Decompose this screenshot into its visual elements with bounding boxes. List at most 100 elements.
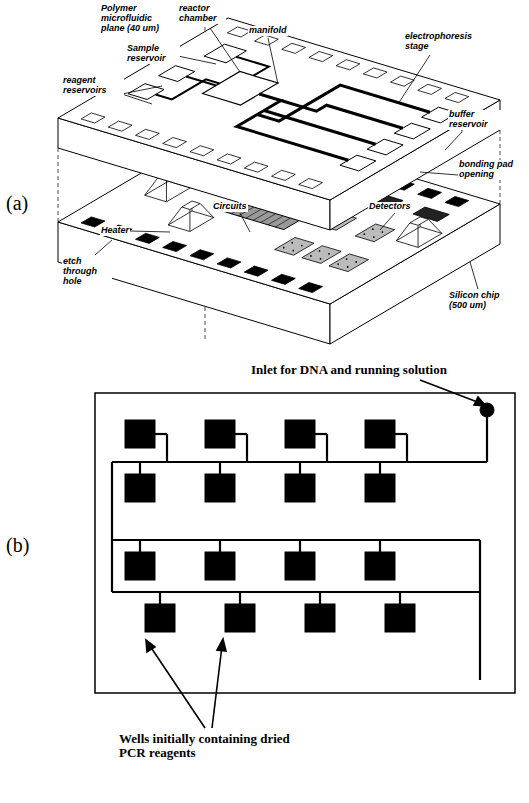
- channel-line: [315, 433, 327, 435]
- well: [305, 604, 335, 632]
- detector-dot: [291, 242, 293, 244]
- well: [125, 474, 155, 502]
- channel-line: [379, 462, 381, 474]
- leader-line: [445, 132, 462, 150]
- pad-opening: [217, 154, 241, 164]
- part-label: bonding pad opening: [458, 160, 518, 180]
- pointer-arrow: [420, 380, 480, 403]
- pad-opening: [163, 138, 187, 148]
- detector-dot: [381, 231, 383, 233]
- leader-line: [122, 86, 162, 94]
- detector-dot: [372, 228, 374, 230]
- plate-drawing: [95, 393, 515, 693]
- leader-line: [95, 240, 112, 255]
- bond-pad: [136, 233, 160, 243]
- etch-hole-edge: [418, 225, 419, 247]
- pad-opening: [272, 170, 296, 180]
- part-label: buffer reservoir: [448, 110, 506, 130]
- part-label: reagent reservoirs: [62, 76, 124, 96]
- panel-letter: (b): [6, 534, 29, 556]
- part-label: Detectors: [368, 202, 412, 212]
- pad-opening: [108, 121, 132, 131]
- etch-hole-edge: [396, 223, 410, 241]
- detector-dot: [355, 261, 357, 263]
- detector-dot: [320, 258, 322, 260]
- sample-reservoir: [204, 44, 246, 63]
- channel-line: [486, 410, 488, 462]
- leader-line: [470, 262, 478, 289]
- detector-dot: [283, 247, 285, 249]
- detector-dot: [337, 263, 339, 265]
- channel-line: [112, 539, 480, 541]
- pad-opening: [190, 146, 214, 156]
- part-label: reactor chamber: [178, 4, 226, 24]
- bond-pad: [299, 283, 323, 293]
- channel-line: [395, 433, 407, 435]
- well: [365, 474, 395, 502]
- leader-line: [420, 172, 458, 175]
- pad-opening: [255, 35, 279, 45]
- channel-line: [479, 540, 481, 680]
- channel-line: [139, 462, 141, 474]
- detector-dot: [328, 253, 330, 255]
- etch-hole-edge: [428, 219, 442, 233]
- arrowhead: [146, 640, 155, 652]
- chip-outline: [95, 393, 515, 693]
- detector: [302, 246, 341, 264]
- part-label: Silicon chip (500 um): [448, 291, 512, 311]
- detector-dot: [310, 255, 312, 257]
- buffer-reservoir: [394, 123, 430, 139]
- detector: [275, 238, 314, 256]
- well: [205, 474, 235, 502]
- arrowhead: [217, 639, 226, 651]
- leader-line: [268, 38, 278, 84]
- well: [145, 604, 175, 632]
- part-label: Polymer microfluidic plane (40 um): [100, 4, 174, 34]
- etch-hole-edge: [166, 180, 167, 202]
- etch-hole-base: [168, 211, 214, 232]
- part-label: electrophoresis stage: [404, 32, 470, 52]
- pad-opening: [81, 113, 105, 123]
- pad-opening: [336, 60, 360, 70]
- pad-opening: [244, 162, 268, 172]
- well: [385, 604, 415, 632]
- channel-line: [111, 462, 113, 592]
- channel-line: [112, 591, 480, 593]
- detector-dot: [363, 233, 365, 235]
- electrophoresis-channel: [281, 101, 403, 129]
- explode-line: [58, 148, 59, 222]
- channel-line: [139, 540, 141, 552]
- etch-hole-edge: [145, 177, 159, 195]
- channel-line: [379, 540, 381, 552]
- well: [365, 552, 395, 580]
- pad-opening: [136, 129, 160, 139]
- well: [205, 420, 235, 448]
- panel-letter: (a): [6, 192, 28, 214]
- sample-channel: [236, 57, 269, 76]
- well: [365, 420, 395, 448]
- reagent-reservoir: [159, 66, 195, 82]
- detector-dot: [301, 245, 303, 247]
- well: [285, 420, 315, 448]
- well: [125, 552, 155, 580]
- leader-line: [122, 94, 152, 104]
- detector-dot: [347, 266, 349, 268]
- reagent-channel: [186, 77, 216, 86]
- buffer-reservoir: [340, 155, 376, 171]
- well: [225, 604, 255, 632]
- callout-text: Inlet for DNA and running solution: [250, 363, 448, 377]
- leader-lines: [95, 28, 478, 289]
- part-label: Heater: [100, 226, 130, 236]
- bond-pad: [244, 266, 268, 276]
- bond-pad: [445, 197, 469, 207]
- etch-hole-top: [410, 217, 428, 225]
- bond-pad: [217, 258, 241, 268]
- reagent-channel: [156, 79, 220, 99]
- detector-dot: [346, 258, 348, 260]
- detector: [329, 254, 368, 272]
- detector: [355, 224, 394, 242]
- pointer-arrow: [212, 646, 222, 728]
- detector-dot: [292, 250, 294, 252]
- etch-hole-edge: [168, 207, 182, 225]
- pad-opening: [309, 52, 333, 62]
